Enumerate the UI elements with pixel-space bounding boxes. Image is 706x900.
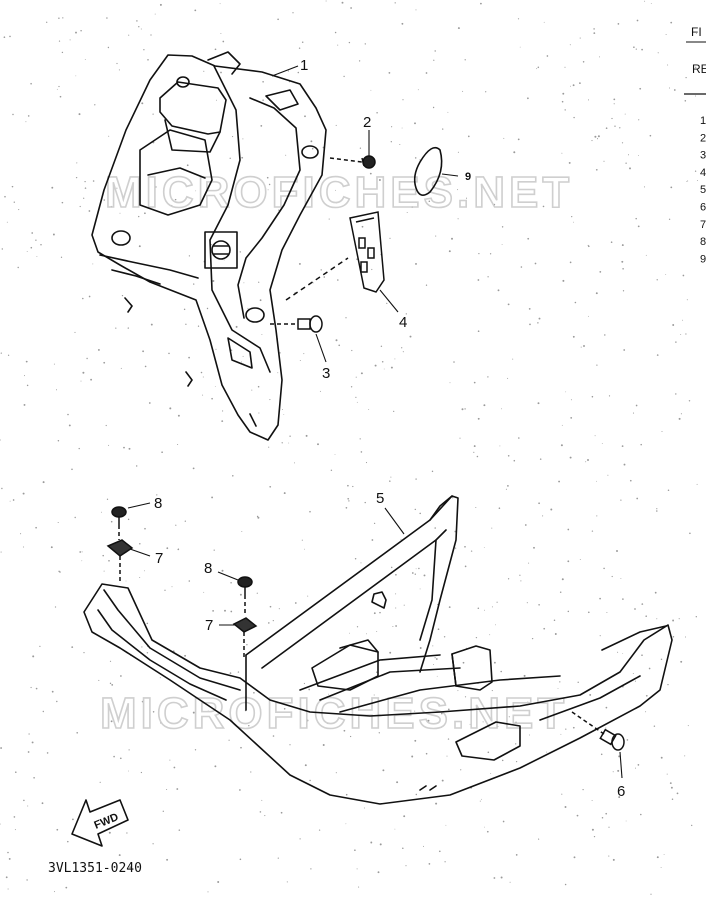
ref-number: 8 <box>700 236 706 248</box>
part-8-screw-middle <box>237 576 253 615</box>
col-header-top: FI <box>691 25 702 39</box>
part-2-screw <box>329 155 376 169</box>
ref-number: 6 <box>700 202 706 214</box>
callout-4: 4 <box>399 314 407 331</box>
fwd-arrow: FWD <box>71 799 129 847</box>
part-5-footrest-board <box>83 495 673 805</box>
part-1-leg-shield <box>91 51 327 441</box>
watermark-top: MICROFICHES.NET <box>105 168 573 217</box>
part-7-clip-middle <box>232 617 258 660</box>
document-code: 3VL1351-0240 <box>48 861 142 876</box>
ref-column: FI RE 1 2 3 4 5 6 7 8 9 <box>684 25 706 265</box>
ref-number: 4 <box>700 167 706 179</box>
leader-lines <box>127 65 623 779</box>
callout-3: 3 <box>322 365 330 382</box>
callout-2: 2 <box>363 114 371 131</box>
callout-8b: 8 <box>204 560 212 577</box>
ref-number: 3 <box>700 150 706 162</box>
ref-number: 7 <box>700 219 706 231</box>
callout-6: 6 <box>617 783 625 800</box>
callout-1: 1 <box>300 57 308 74</box>
col-header-sub: RE <box>692 62 706 76</box>
ref-number: 1 <box>700 115 706 127</box>
part-3-bolt <box>270 315 323 333</box>
callout-7a: 7 <box>155 550 163 567</box>
ref-number: 9 <box>700 253 706 265</box>
part-7-clip-left <box>106 539 134 582</box>
part-9-seal <box>413 146 443 196</box>
ref-number: 5 <box>700 184 706 196</box>
part-6-bolt <box>571 711 625 751</box>
part-8-screw-left <box>111 506 127 540</box>
part-4-plate <box>285 211 385 301</box>
callout-5: 5 <box>376 490 384 507</box>
ref-number: 2 <box>700 132 706 144</box>
ref-number-list: 1 2 3 4 5 6 7 8 9 <box>700 115 706 265</box>
callout-9: 9 <box>465 171 471 183</box>
callout-7b: 7 <box>205 617 213 634</box>
callout-8a: 8 <box>154 495 162 512</box>
